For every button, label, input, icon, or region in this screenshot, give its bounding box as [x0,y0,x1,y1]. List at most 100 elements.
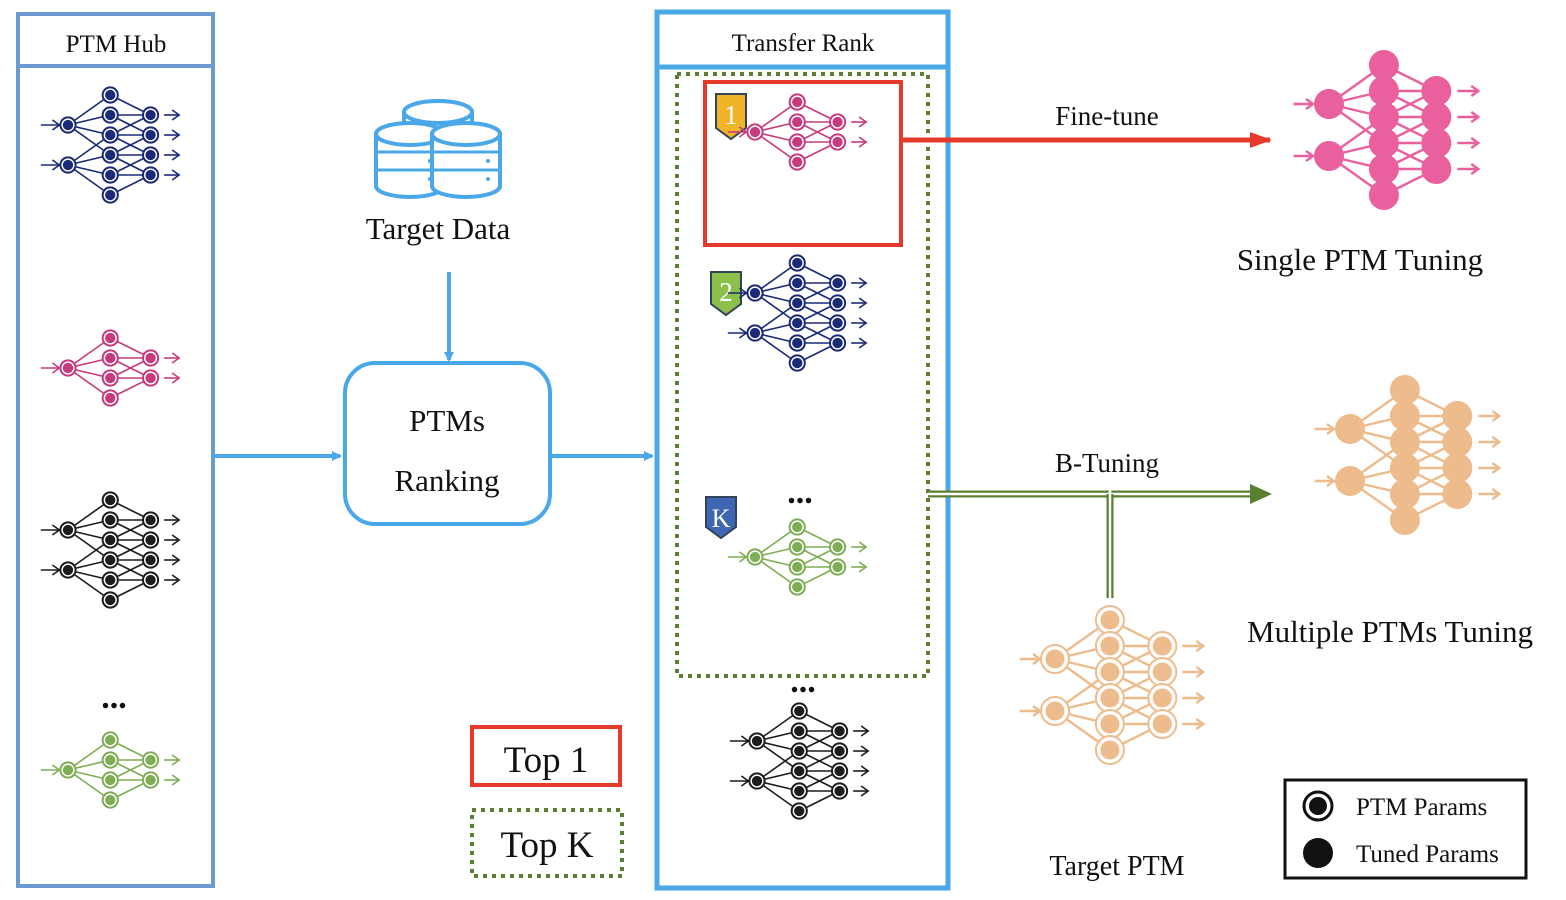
rank-k-badge-text: K [712,504,731,533]
hub-network-navy [40,86,181,204]
rank-1-network [727,93,868,171]
transfer-rank-title-box [654,9,951,70]
network-node [1335,466,1365,496]
database-icon [374,99,502,199]
network-node [101,771,119,789]
single-ptm-tuning-label: Single PTM Tuning [1237,242,1483,277]
network-node [1442,427,1473,457]
top-1-key-label: Top 1 [504,740,589,781]
fine-tune-label: Fine-tune [1055,101,1158,131]
network-node [746,123,764,141]
network-node [1147,631,1178,661]
network-node [788,254,806,272]
network-node [788,133,806,151]
ptm-params-icon [1302,790,1334,822]
network-node [746,284,764,302]
network-node [1442,401,1473,431]
network-node [59,561,77,579]
network-node [59,116,77,134]
rank-ellipsis-bottom: ... [790,663,816,700]
single-ptm-network [1293,50,1481,210]
ptm-hub-title: PTM Hub [66,31,167,58]
rank-1-badge-text: 1 [724,100,738,130]
network-node [101,349,119,367]
network-node [1389,505,1420,535]
network-node [101,791,119,809]
network-node [101,166,119,184]
network-node [1147,657,1178,687]
network-node [746,548,764,566]
network-node [141,571,160,589]
top-k-key-label: Top K [501,825,594,866]
network-node [788,314,806,332]
tuned-params-label: Tuned Params [1356,841,1499,868]
network-node [790,722,808,740]
network-node [1442,479,1473,509]
network-node [101,751,119,769]
network-node [830,722,849,740]
network-node [828,538,847,556]
hub-ellipsis: ... [101,679,127,716]
legend: PTM Params Tuned Params [1283,778,1528,880]
network-node [141,551,160,569]
network-node [101,146,119,164]
network-node [788,274,806,292]
top-1-key-box [470,725,622,787]
network-node [141,771,160,789]
network-node [101,491,119,509]
network-node [790,762,808,780]
network-node [1314,141,1344,171]
network-node [141,106,160,124]
b-tuning-arrow-head [1250,484,1272,504]
network-node [141,369,160,387]
tuned-params-icon [1303,838,1333,868]
network-node [746,324,764,342]
selection-key: Top 1 Top K [470,725,624,878]
network-node [1368,154,1399,184]
hub-network-green [40,731,181,809]
network-node [788,294,806,312]
network-node [141,349,160,367]
target-data: Target Data [366,99,510,362]
network-node [790,702,808,720]
ptm-hub: PTM Hub ... [16,12,215,888]
transfer-rank-title: Transfer Rank [732,30,875,57]
network-node [828,133,847,151]
network-node [828,314,847,332]
b-tuning-label: B-Tuning [1055,448,1159,478]
rank-ellipsis-middle: ... [787,474,813,511]
network-node [141,751,160,769]
network-node [788,518,806,536]
network-node [1368,102,1399,132]
network-node [101,329,119,347]
network-node [1368,76,1399,106]
ptms-ranking: PTMs Ranking [213,361,654,526]
network-node [828,558,847,576]
network-node [101,531,119,549]
network-node [1040,644,1070,674]
network-node [788,93,806,111]
hub-network-pink [40,329,181,407]
transfer-rank: Transfer Rank 1 2 ... K ... [654,9,951,891]
ptm-hub-title-box [16,12,215,68]
network-node [788,578,806,596]
network-node [1094,657,1125,687]
network-node [1421,128,1452,158]
rank-k-badge: K [705,496,737,540]
network-node [788,153,806,171]
ptms-ranking-box [343,361,552,526]
network-node [141,511,160,529]
network-node [748,732,766,750]
fine-tune-path: Fine-tune Single PTM Tuning [901,50,1483,277]
network-node [830,742,849,760]
network-node [59,359,77,377]
network-node [1442,453,1473,483]
network-node [1094,683,1125,713]
network-node [1421,76,1452,106]
network-node [141,166,160,184]
network-node [1147,709,1178,739]
top-1-box [703,80,903,247]
network-node [101,591,119,609]
network-node [101,551,119,569]
network-node [788,113,806,131]
